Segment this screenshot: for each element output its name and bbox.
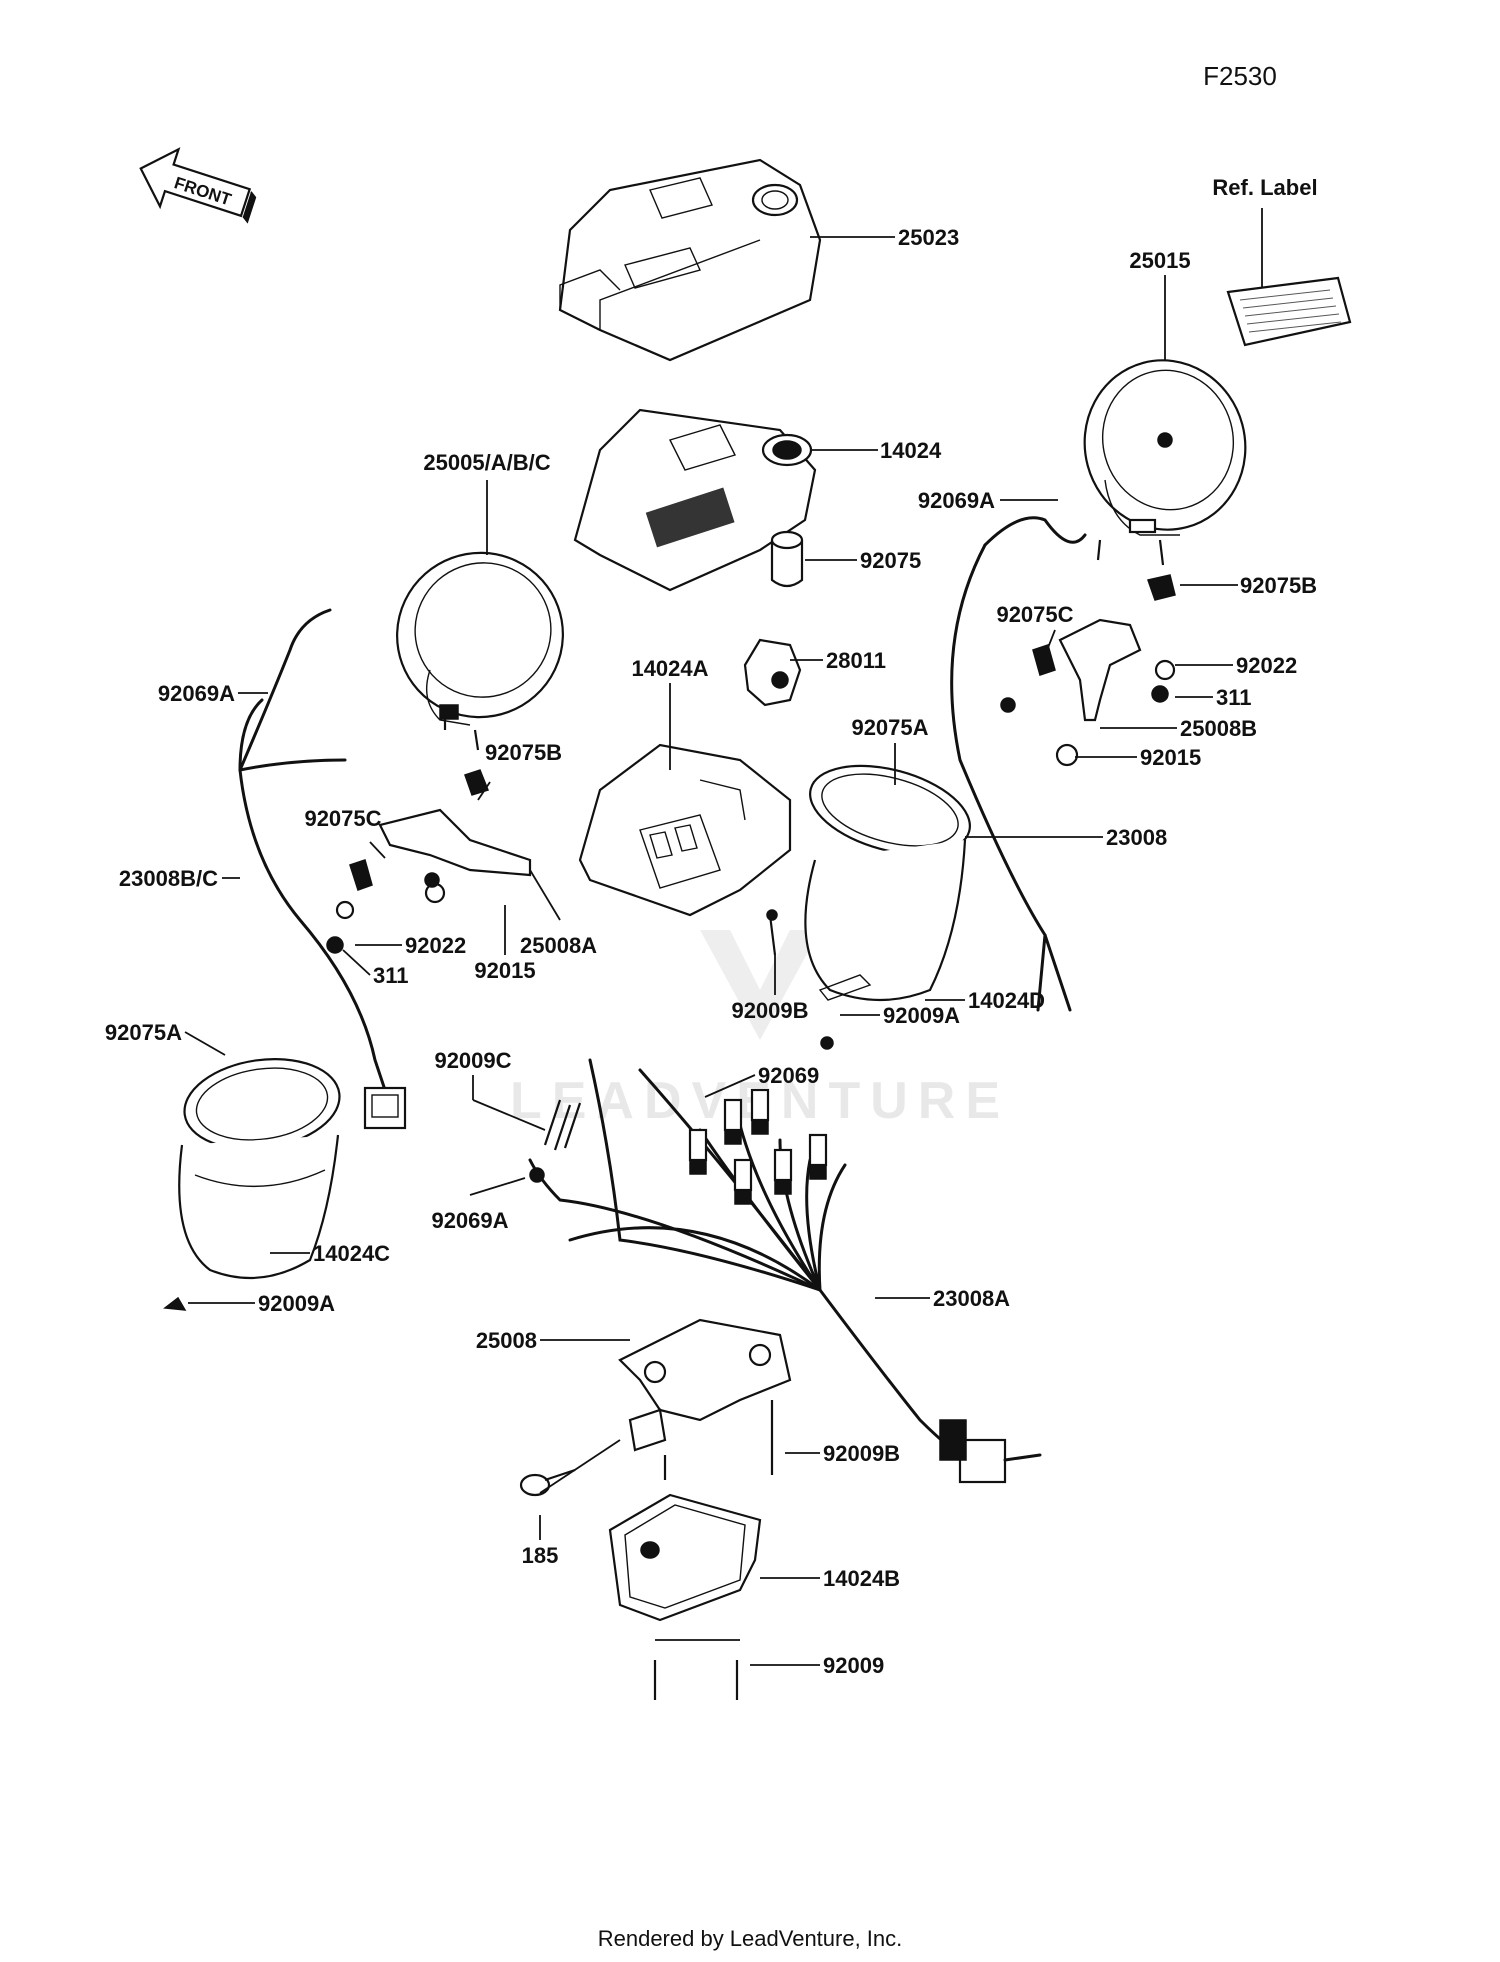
bracket-25008a — [378, 808, 532, 877]
label-92009a-right: 92009A — [883, 1003, 960, 1028]
label-311-left: 311 — [373, 963, 409, 988]
harness-23008 — [950, 516, 1087, 1012]
part-labels: 25023 25015 14024 25005/A/B/C 92069A 920… — [105, 225, 1317, 1678]
label-92075: 92075 — [860, 548, 921, 573]
panel-14024b — [608, 1493, 762, 1622]
label-14024b: 14024B — [823, 1566, 900, 1591]
label-25005abc: 25005/A/B/C — [423, 450, 550, 475]
small-hardware — [163, 574, 1176, 1700]
label-92009: 92009 — [823, 1653, 884, 1678]
label-92009b-bottom: 92009B — [823, 1441, 900, 1466]
bracket-25008b — [1058, 618, 1142, 722]
label-23008: 23008 — [1106, 825, 1167, 850]
left-cup-shape — [178, 1057, 341, 1280]
label-92069a-right: 92069A — [918, 488, 995, 513]
label-92009c: 92009C — [434, 1048, 511, 1073]
bushing-92075-shape — [770, 530, 804, 588]
ref-label-sticker: Ref. Label — [1212, 175, 1352, 347]
label-92022-right: 92022 — [1236, 653, 1297, 678]
label-92009b-upper: 92009B — [731, 998, 808, 1023]
front-arrow-icon: FRONT — [139, 147, 257, 224]
label-92075c-right: 92075C — [996, 602, 1073, 627]
label-92009a-left: 92009A — [258, 1291, 335, 1316]
label-25023: 25023 — [898, 225, 959, 250]
label-92075a-left: 92075A — [105, 1020, 182, 1045]
label-92069a-left: 92069A — [158, 681, 235, 706]
bulb-sockets-92069 — [688, 1088, 828, 1205]
footer-credit: Rendered by LeadVenture, Inc. — [598, 1926, 903, 1951]
label-92022-left: 92022 — [405, 933, 466, 958]
label-14024a: 14024A — [631, 656, 708, 681]
harness-23008bc — [238, 608, 407, 1130]
label-14024c: 14024C — [313, 1241, 390, 1266]
label-92075b-right: 92075B — [1240, 573, 1317, 598]
label-92075b-left: 92075B — [485, 740, 562, 765]
socket-28011-shape — [743, 638, 802, 707]
label-92075c-left: 92075C — [304, 806, 381, 831]
label-92069a-bottom: 92069A — [431, 1208, 508, 1233]
label-14024: 14024 — [880, 438, 942, 463]
label-92069: 92069 — [758, 1063, 819, 1088]
label-311-right: 311 — [1216, 685, 1252, 710]
leader-lines — [184, 236, 1238, 1666]
label-25015: 25015 — [1129, 248, 1190, 273]
housing-14024a-shape — [578, 743, 792, 917]
upper-cover-shape — [558, 158, 822, 362]
bracket-25008 — [618, 1318, 792, 1452]
label-25008: 25008 — [476, 1328, 537, 1353]
diagram-code: F2530 — [1203, 61, 1277, 91]
label-28011: 28011 — [826, 648, 886, 673]
label-25008a: 25008A — [520, 933, 597, 958]
meter-case-shape — [573, 408, 817, 592]
label-92015-left: 92015 — [474, 958, 535, 983]
right-cup-shape — [804, 764, 971, 1002]
label-92015-right: 92015 — [1140, 745, 1201, 770]
left-meter-shape — [396, 551, 564, 751]
label-185: 185 — [522, 1543, 559, 1568]
ref-label-text: Ref. Label — [1212, 175, 1317, 200]
label-23008a: 23008A — [933, 1286, 1010, 1311]
right-meter-shape — [1083, 359, 1247, 566]
label-23008bc: 23008B/C — [119, 866, 218, 891]
label-14024d: 14024D — [968, 988, 1045, 1013]
label-92075a-center: 92075A — [851, 715, 928, 740]
label-25008b: 25008B — [1180, 716, 1257, 741]
